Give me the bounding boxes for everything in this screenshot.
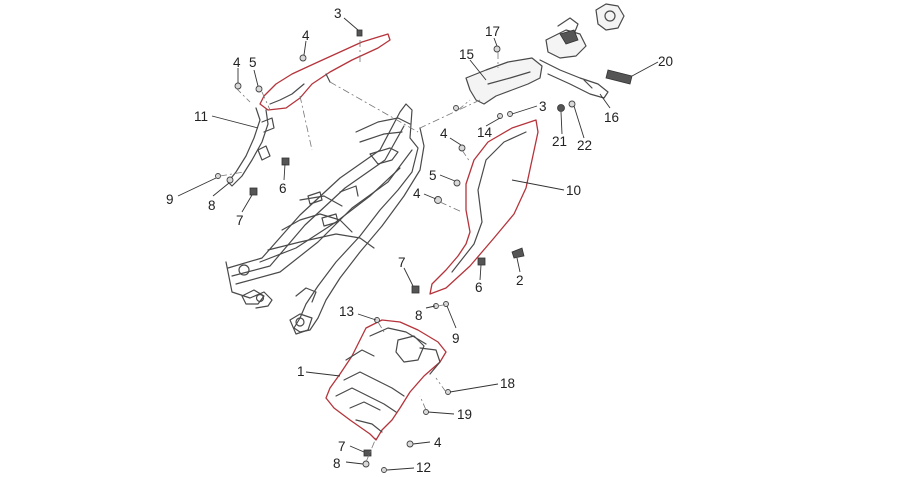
callout-4: 4 — [233, 55, 241, 70]
callout-21: 21 — [552, 134, 567, 149]
callout-4: 4 — [434, 435, 442, 450]
callout-7: 7 — [236, 213, 244, 228]
callout-7: 7 — [338, 439, 346, 454]
callout-4: 4 — [302, 28, 310, 43]
callout-6: 6 — [279, 181, 287, 196]
plate-reflector-20 — [605, 69, 633, 85]
callout-9: 9 — [166, 192, 174, 207]
callout-8: 8 — [333, 456, 341, 471]
callout-4: 4 — [440, 126, 448, 141]
callout-10: 10 — [566, 183, 581, 198]
callout-12: 12 — [416, 460, 431, 475]
fasteners — [215, 29, 576, 473]
callout-22: 22 — [577, 138, 592, 153]
callout-6: 6 — [475, 280, 483, 295]
callout-17: 17 — [485, 24, 500, 39]
callout-5: 5 — [429, 168, 437, 183]
callout-19: 19 — [457, 407, 472, 422]
callout-5: 5 — [249, 55, 257, 70]
callout-20: 20 — [658, 54, 673, 69]
callout-8: 8 — [415, 308, 423, 323]
callout-4: 4 — [413, 186, 421, 201]
callout-18: 18 — [500, 376, 515, 391]
callout-8: 8 — [208, 198, 216, 213]
callout-14: 14 — [477, 125, 493, 140]
tail-light-assembly — [465, 3, 625, 105]
assembly-lines — [219, 40, 499, 463]
left-side-cover — [259, 33, 391, 111]
callout-16: 16 — [604, 110, 619, 125]
callout-11: 11 — [194, 109, 208, 124]
lower-mudguard-1 — [325, 319, 447, 441]
right-side-cover-10 — [429, 119, 539, 295]
callout-13: 13 — [339, 304, 354, 319]
callout-9: 9 — [452, 331, 460, 346]
left-bracket-11 — [227, 107, 275, 187]
rear-subframe — [225, 103, 425, 335]
callout-7: 7 — [398, 255, 406, 270]
leader-lines — [177, 17, 659, 471]
callout-3: 3 — [334, 6, 342, 21]
callout-3: 3 — [539, 99, 547, 114]
callout-15: 15 — [459, 47, 474, 62]
callout-2: 2 — [516, 273, 524, 288]
callout-labels: 3 4 4 5 11 6 9 8 7 17 15 3 14 4 5 4 10 2… — [166, 6, 673, 475]
callout-1: 1 — [297, 364, 305, 379]
